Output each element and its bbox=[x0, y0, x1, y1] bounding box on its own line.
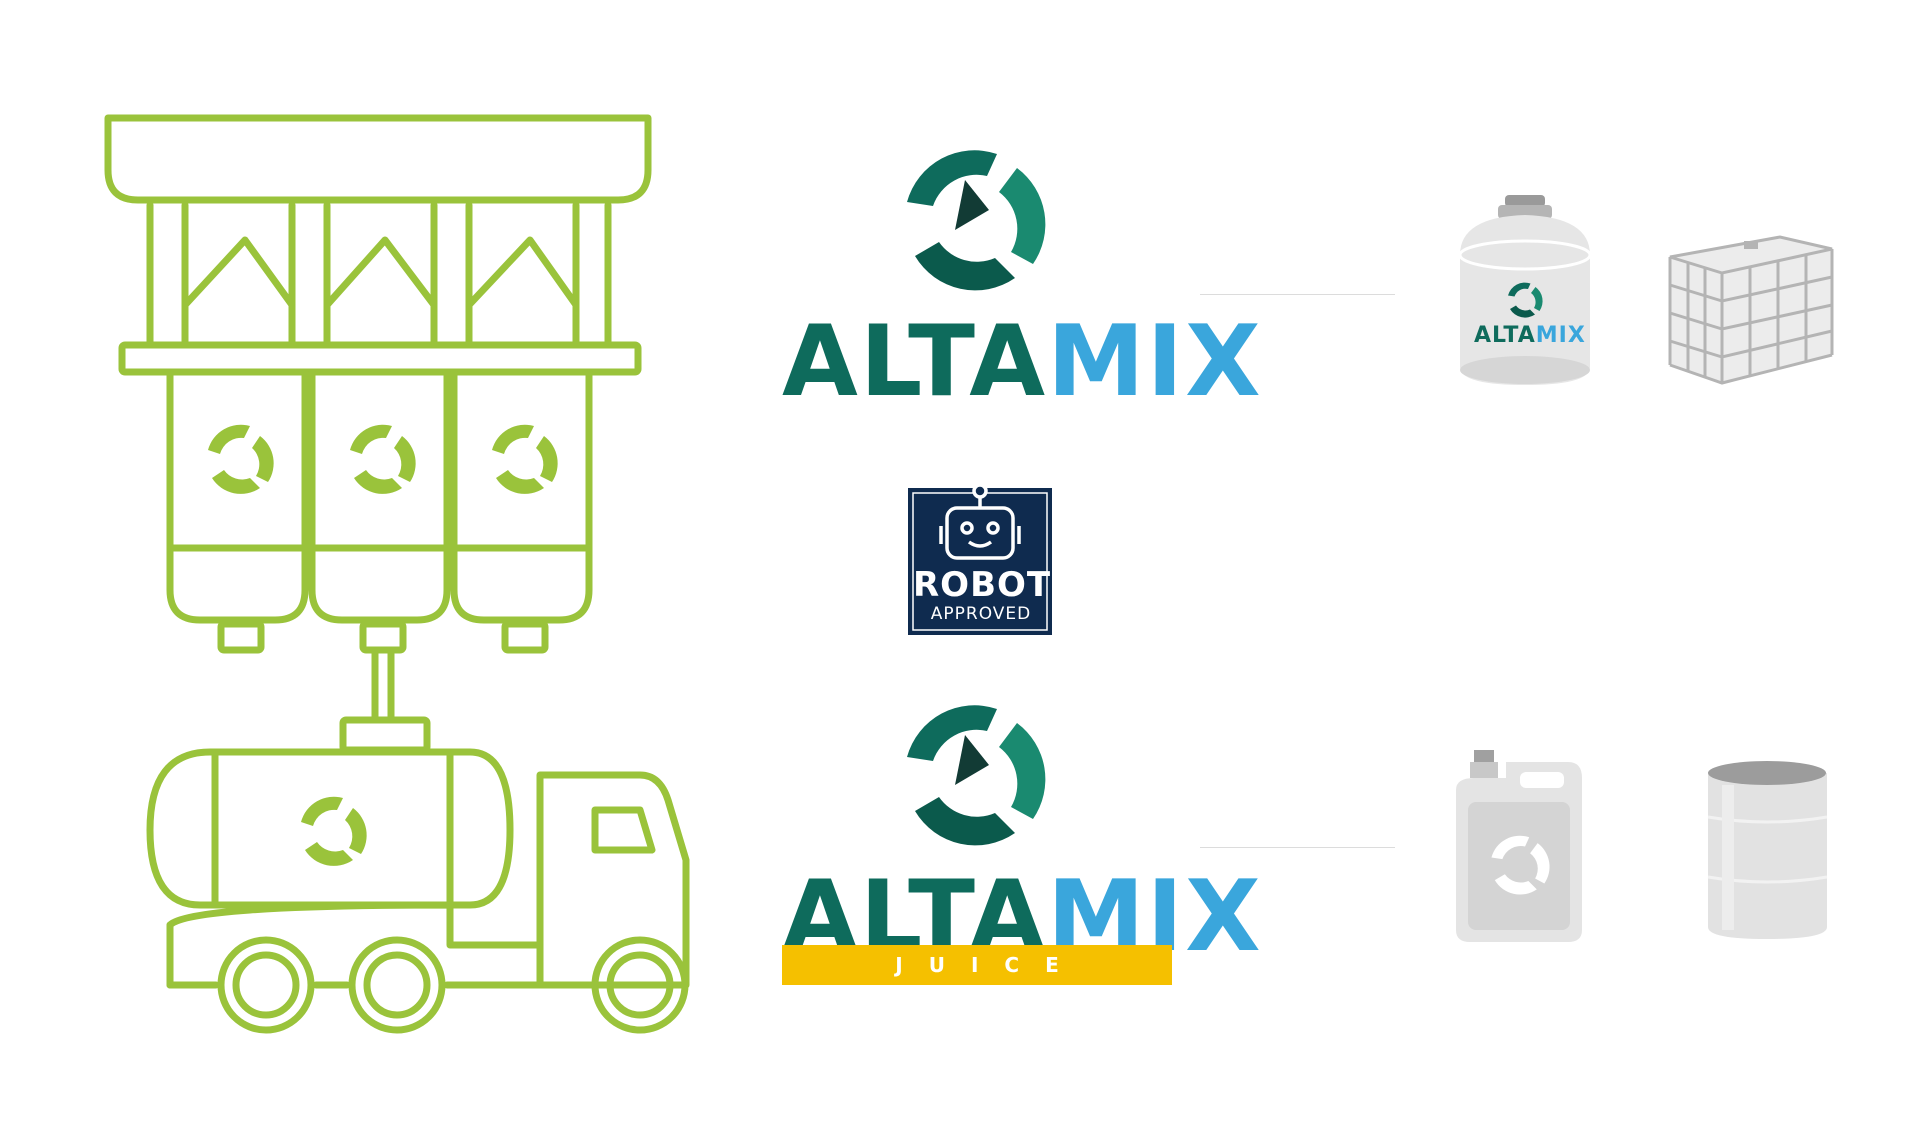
swirl-marks bbox=[208, 424, 558, 866]
tank-label-light: MIX bbox=[1535, 323, 1586, 348]
brand-dark-part: ALTA bbox=[782, 305, 1048, 419]
storage-tank: ALTAMIX bbox=[1450, 195, 1600, 395]
hood-outline bbox=[104, 114, 652, 204]
approved-word: APPROVED bbox=[930, 604, 1032, 624]
metal-drum-icon bbox=[1707, 761, 1828, 939]
ibc-tote-icon bbox=[1668, 235, 1834, 385]
plant-outline-icon bbox=[104, 114, 690, 1034]
swirl-icon bbox=[350, 424, 416, 494]
silo-icon bbox=[166, 368, 309, 624]
silo-icon bbox=[450, 368, 593, 624]
jerrycan bbox=[1450, 750, 1590, 945]
juice-tag: JUICE bbox=[782, 945, 1172, 985]
robot-face-icon bbox=[908, 483, 1052, 635]
hopper-icon bbox=[465, 236, 580, 309]
altamix-swirl-icon bbox=[907, 705, 1046, 846]
silo-icon bbox=[308, 368, 451, 624]
robot-approved-badge: ROBOT APPROVED bbox=[905, 478, 1055, 638]
platform-outline bbox=[118, 341, 642, 376]
ibc-tote bbox=[1660, 225, 1840, 395]
altamix-wordmark: ALTAMIX bbox=[782, 313, 1263, 411]
hopper-icon bbox=[181, 236, 296, 309]
metal-drum bbox=[1700, 755, 1835, 945]
robot-word: ROBOT bbox=[913, 565, 1052, 605]
altamix-juice-logo: ALTAMIX JUICE bbox=[770, 700, 1261, 1000]
storage-tank-icon bbox=[1458, 195, 1592, 385]
jerrycan-icon bbox=[1456, 750, 1582, 942]
swirl-icon bbox=[208, 424, 274, 494]
connector-line-bottom bbox=[1200, 847, 1395, 848]
swirl-icon bbox=[492, 424, 558, 494]
swirl-icon bbox=[301, 796, 367, 866]
hopper-icon bbox=[323, 236, 438, 309]
production-plant-illustration bbox=[0, 0, 700, 1134]
tank-brand-label: ALTAMIX bbox=[1474, 323, 1586, 348]
altamix-logo: ALTAMIX bbox=[770, 145, 1261, 411]
altamix-swirl-icon bbox=[907, 150, 1046, 291]
tank-label-dark: ALTA bbox=[1474, 323, 1536, 348]
connector-line-top bbox=[1200, 294, 1395, 295]
tanker-truck-icon bbox=[146, 748, 514, 909]
brand-light-part: MIX bbox=[1047, 305, 1263, 419]
